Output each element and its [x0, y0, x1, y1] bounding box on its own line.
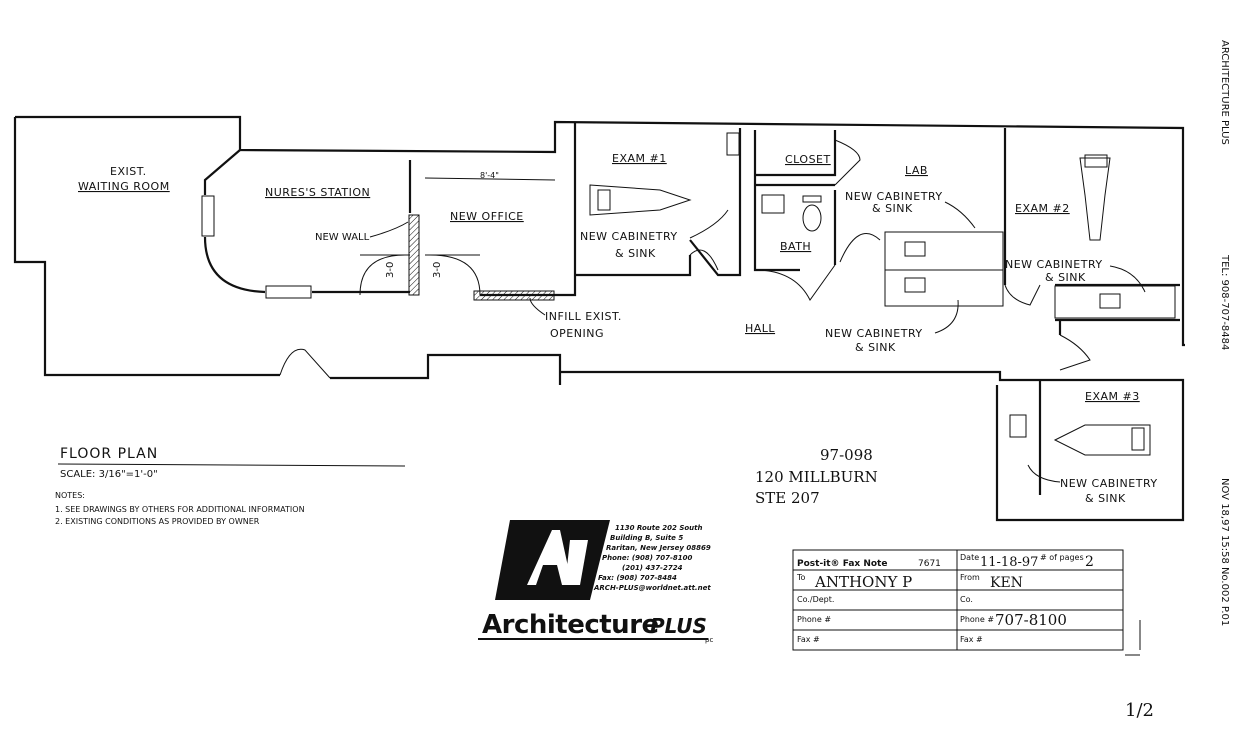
- label-waiting-exist: EXIST.: [110, 165, 147, 178]
- label-lab-cab-b: & SINK: [872, 202, 913, 215]
- label-lab-cab-a: NEW CABINETRY: [845, 190, 943, 203]
- fax-header-stamp: NOV 18,97 15:58 No.002 P.01: [1219, 478, 1230, 626]
- svg-text:Fax #: Fax #: [797, 635, 820, 644]
- plan-title: FLOOR PLAN: [60, 446, 158, 462]
- exam-table-2: [1079, 154, 1111, 241]
- label-exam1-cab-a: NEW CABINETRY: [580, 230, 678, 243]
- label-exam2-cab-a: NEW CABINETRY: [1005, 258, 1103, 271]
- svg-text:Co.: Co.: [960, 595, 973, 604]
- fax-note-code: 7671: [918, 559, 941, 569]
- fax-header-sender: ARCHITECTURE PLUS: [1219, 40, 1230, 145]
- sink-exam2: [1099, 293, 1121, 309]
- label-nurses-station: NURES'S STATION: [265, 186, 370, 199]
- handwritten-job-number: 97-098: [820, 446, 873, 464]
- label-exam-1: EXAM #1: [612, 152, 667, 165]
- svg-text:To: To: [796, 573, 806, 582]
- fax-note-brand: Post-it® Fax Note: [797, 559, 887, 569]
- exam-table-1: [589, 184, 692, 216]
- building-walls: [13, 115, 1185, 522]
- label-exam-3: EXAM #3: [1085, 390, 1140, 403]
- west-exterior-wall: [15, 115, 1185, 347]
- note-1: 1. SEE DRAWINGS BY OTHERS FOR ADDITIONAL…: [55, 505, 305, 514]
- handwritten-page: 1/2: [1125, 700, 1154, 721]
- label-closet: CLOSET: [785, 153, 831, 166]
- svg-text:ARCH-PLUS@worldnet.att.net: ARCH-PLUS@worldnet.att.net: [593, 584, 711, 592]
- sink-lab-1: [904, 241, 926, 257]
- door-bath: [754, 264, 836, 301]
- door-office: [425, 254, 481, 296]
- svg-text:Fax #: Fax #: [960, 635, 983, 644]
- label-exam3-cab-a: NEW CABINETRY: [1060, 477, 1158, 490]
- label-exam3-cab-b: & SINK: [1085, 492, 1126, 505]
- handwritten-suite: STE 207: [755, 489, 820, 507]
- plan-scale: SCALE: 3/16"=1'-0": [60, 469, 158, 480]
- handwritten-address: 120 MILLBURN: [755, 468, 878, 486]
- svg-text:(201) 437-2724: (201) 437-2724: [622, 564, 683, 572]
- fax-note: Post-it® Fax Note 7671 Date 11-18-97 # o…: [792, 549, 1124, 651]
- door-closet: [834, 139, 861, 186]
- logo-text: Architecture: [482, 610, 659, 640]
- dim-office: 8'-4": [480, 171, 499, 180]
- svg-text:# of pages: # of pages: [1040, 553, 1084, 562]
- bath-sink: [761, 194, 785, 214]
- sink-lab-2: [904, 277, 926, 293]
- svg-text:1130 Route 202 South: 1130 Route 202 South: [615, 524, 703, 532]
- label-infill-1: INFILL EXIST.: [545, 310, 622, 323]
- infill-hatched: [473, 290, 555, 301]
- door-exam1: [689, 249, 719, 271]
- toilet: [802, 204, 822, 232]
- label-bath: BATH: [780, 240, 811, 253]
- notes-label: NOTES:: [55, 491, 85, 500]
- window-west: [201, 195, 215, 237]
- svg-text:From: From: [960, 573, 980, 582]
- sink-exam3: [1009, 414, 1027, 438]
- label-exam-2: EXAM #2: [1015, 202, 1070, 215]
- label-exam1-cab-b: & SINK: [615, 247, 656, 260]
- door-size-1: 3-0: [385, 262, 396, 278]
- door-exam3: [1059, 334, 1091, 371]
- company-logo: Architecture PLUS pc: [478, 520, 713, 644]
- fax-date: 11-18-97: [980, 555, 1038, 570]
- door-size-2: 3-0: [432, 262, 443, 278]
- svg-text:Date: Date: [960, 553, 979, 562]
- label-exam2-cab-b: & SINK: [1045, 271, 1086, 284]
- svg-text:Phone #: Phone #: [960, 615, 994, 624]
- door-exam2: [1004, 284, 1041, 306]
- exam-table-3: [1053, 424, 1151, 456]
- fax-pages: 2: [1085, 554, 1094, 570]
- doors: [279, 139, 1091, 379]
- door-nurses: [359, 254, 410, 296]
- sink-exam1: [726, 132, 740, 156]
- front-door: [279, 348, 331, 379]
- label-new-office: NEW OFFICE: [450, 210, 524, 223]
- fax-phone: 707-8100: [995, 611, 1067, 629]
- label-infill-2: OPENING: [550, 327, 604, 340]
- svg-text:Fax: (908) 707-8484: Fax: (908) 707-8484: [598, 574, 677, 582]
- fax-header-tel: TEL: 908-707-8484: [1219, 254, 1230, 350]
- label-new-wall: NEW WALL: [315, 232, 370, 243]
- fax-from: KEN: [990, 575, 1023, 591]
- svg-text:Co./Dept.: Co./Dept.: [797, 595, 834, 604]
- new-wall-hatched: [408, 214, 420, 296]
- fax-to: ANTHONY P: [814, 573, 912, 591]
- label-hall-cab-b: & SINK: [855, 341, 896, 354]
- svg-text:Phone #: Phone #: [797, 615, 831, 624]
- logo-pc: pc: [705, 636, 713, 644]
- label-hall-cab-a: NEW CABINETRY: [825, 327, 923, 340]
- logo-plus: PLUS: [650, 614, 707, 638]
- label-waiting-room: WAITING ROOM: [78, 180, 170, 193]
- leader-new-wall: [369, 221, 409, 238]
- note-2: 2. EXISTING CONDITIONS AS PROVIDED BY OW…: [55, 517, 260, 526]
- fixtures: [589, 132, 1151, 456]
- svg-text:Building B, Suite 5: Building B, Suite 5: [610, 534, 683, 542]
- label-lab: LAB: [905, 164, 928, 177]
- company-address: 1130 Route 202 South Building B, Suite 5…: [593, 524, 711, 592]
- svg-text:Raritan, New Jersey 08869: Raritan, New Jersey 08869: [606, 544, 711, 552]
- label-hall: HALL: [745, 322, 775, 335]
- door-lab: [839, 233, 881, 263]
- svg-text:Phone: (908) 707-8100: Phone: (908) 707-8100: [602, 554, 692, 562]
